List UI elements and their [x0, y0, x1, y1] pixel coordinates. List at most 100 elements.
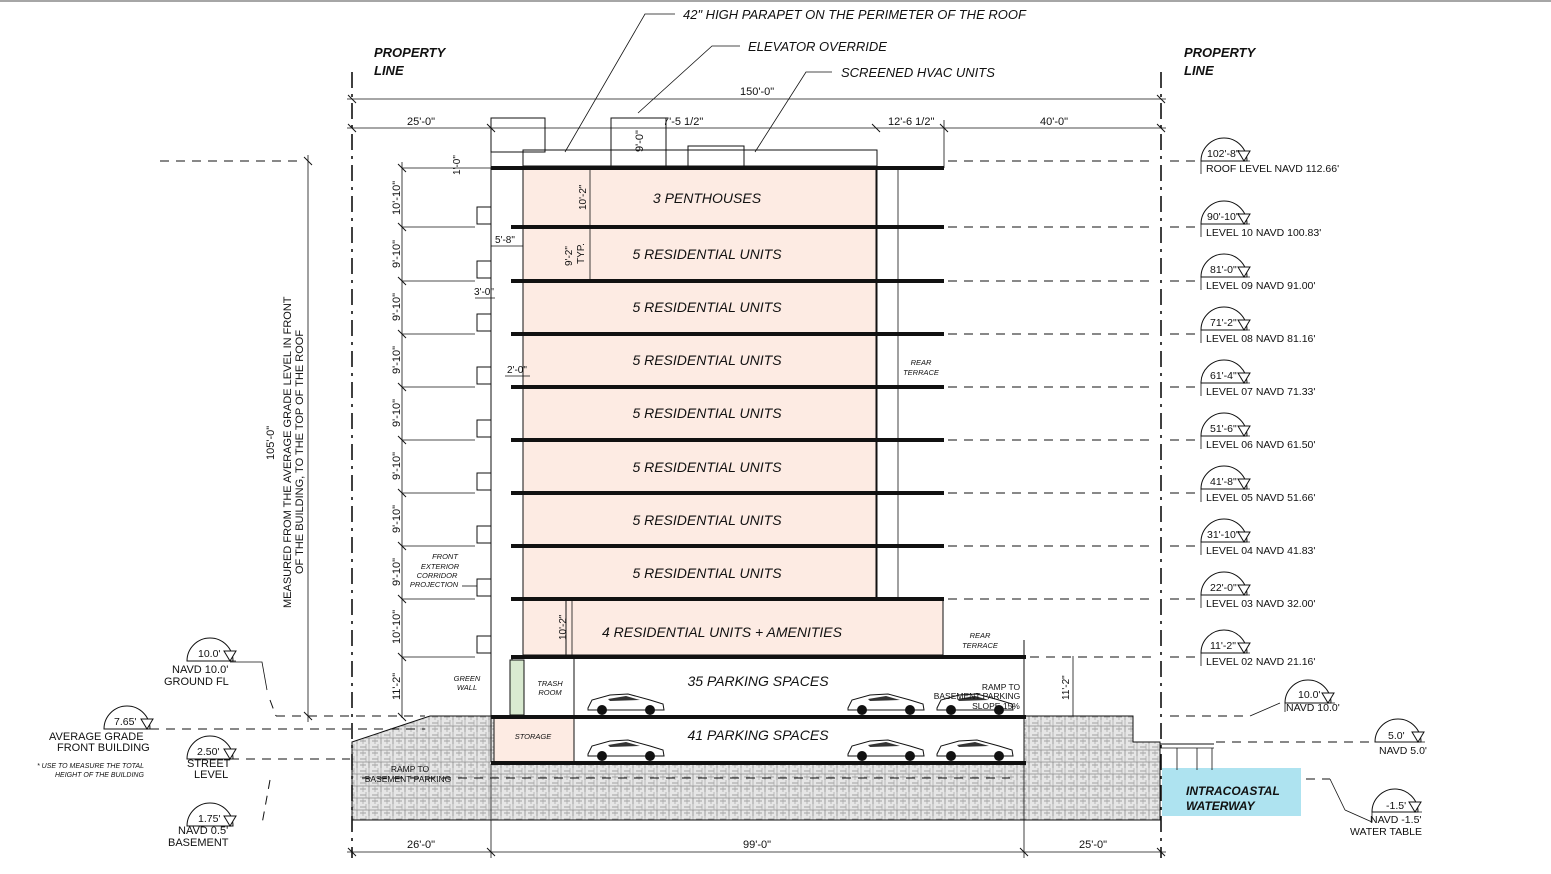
- level-marker: 11'-2" LEVEL 02 NAVD 21.16': [1200, 629, 1315, 668]
- level-leaders: [150, 160, 1370, 825]
- floor-slabs: [491, 166, 1026, 765]
- level-elev-02: 11'-2": [1210, 640, 1236, 652]
- ramp-left-label-2: BASEMENT PARKING: [365, 774, 452, 784]
- block-level-9: [522, 227, 878, 281]
- avg-grade-label-1: AVERAGE GRADE: [49, 731, 144, 743]
- callout-parapet-text: 42" HIGH PARAPET ON THE PERIMETER OF THE…: [683, 7, 1027, 22]
- corridor-label-4: PROJECTION: [410, 580, 459, 589]
- car-icon: [847, 739, 925, 761]
- grade-marker-avg: 7.65' AVERAGE GRADE FRONT BUILDING * USE…: [37, 705, 154, 779]
- level-marker: 81'-0" LEVEL 09 NAVD 91.00': [1200, 253, 1315, 292]
- water-table-label-2: WATER TABLE: [1350, 826, 1422, 838]
- label-level-2: 4 RESIDENTIAL UNITS + AMENITIES: [602, 624, 843, 640]
- street-label-1: STREET: [187, 758, 231, 770]
- waterway-label-1: INTRACOASTAL: [1186, 784, 1280, 798]
- dim-floor-3: 9'-10": [391, 558, 403, 586]
- grade-marker-seawall: 5.0' NAVD 5.0': [1374, 718, 1427, 757]
- grade-right-elev: 10.0': [1298, 689, 1320, 701]
- ground-fl-label-1: NAVD 10.0': [172, 664, 228, 676]
- street-elev: 2.50': [197, 746, 219, 758]
- property-line-right-label-2: LINE: [1184, 63, 1214, 78]
- height-note-1: MEASURED FROM THE AVERAGE GRADE LEVEL IN…: [282, 296, 294, 608]
- green-wall-label-2: WALL: [457, 683, 477, 692]
- roof-parapet: [522, 149, 878, 167]
- block-level-2: [522, 599, 944, 656]
- green-wall: [509, 659, 525, 716]
- dim-floor-1: 11'-2": [391, 673, 403, 700]
- seawall-label: NAVD 5.0': [1379, 745, 1427, 757]
- dim-typ-height-1: 9'-2": [564, 246, 575, 266]
- waterway-fill: [1162, 768, 1301, 816]
- dim-elevator-height: 9'-0": [634, 130, 646, 152]
- level-marker: 90'-10" LEVEL 10 NAVD 100.83': [1200, 200, 1321, 239]
- ground-fl-label-2: GROUND FL: [164, 676, 229, 688]
- level-label-08: LEVEL 08 NAVD 81.16': [1206, 333, 1315, 345]
- grade-markers-left: 10.0' NAVD 10.0' GROUND FL 7.65' AVERAGE…: [37, 637, 237, 849]
- dim-bottom-front: 26'-0": [407, 839, 435, 851]
- block-level-8: [522, 281, 878, 334]
- dim-right-grade-height: 11'-2": [1061, 675, 1072, 700]
- dim-amenity-height: 10'-2": [558, 614, 569, 640]
- dim-overall-width: 150'-0": [740, 86, 774, 98]
- level-marker: 61'-4" LEVEL 07 NAVD 71.33': [1200, 359, 1315, 398]
- dim-balcony-width: 3'-0": [474, 287, 494, 298]
- level-marker: 102'-8" ROOF LEVEL NAVD 112.66': [1200, 137, 1339, 175]
- level-label-06: LEVEL 06 NAVD 61.50': [1206, 439, 1315, 451]
- ground-fl-elev: 10.0': [198, 648, 220, 660]
- ramp-right-label-1: RAMP TO: [982, 682, 1021, 692]
- storage-label: STORAGE: [515, 732, 553, 741]
- street-label-2: LEVEL: [194, 769, 228, 781]
- level-elev-06: 51'-6": [1210, 423, 1237, 435]
- dim-projection-width: 2'-0": [507, 365, 527, 376]
- dim-elevator-width: 7'-5 1/2": [663, 116, 703, 128]
- left-height-dimensions: 10'-10" 9'-10" 9'-10" 9'-10" 9'-10" 9'-1…: [391, 162, 491, 722]
- front-balconies: [476, 206, 492, 654]
- avg-grade-note-1: * USE TO MEASURE THE TOTAL: [37, 763, 144, 770]
- storage-room: [493, 717, 575, 763]
- corridor-label-1: FRONT: [432, 552, 459, 561]
- property-line-right-label-1: PROPERTY: [1184, 45, 1257, 60]
- level-label-07: LEVEL 07 NAVD 71.33': [1206, 386, 1315, 398]
- dim-bottom-building: 99'-0": [743, 839, 771, 851]
- label-level-8: 5 RESIDENTIAL UNITS: [632, 299, 782, 315]
- ramp-right-label-2: BASEMENT PARKING: [934, 691, 1021, 701]
- dim-parapet-height: 1'-0": [452, 155, 463, 175]
- dim-rear-setback: 40'-0": [1040, 116, 1068, 128]
- unit-labels: 3 PENTHOUSES 5 RESIDENTIAL UNITS 5 RESID…: [602, 190, 843, 743]
- level-elev-roof: 102'-8": [1207, 148, 1240, 160]
- waterway-label-2: WATERWAY: [1186, 799, 1256, 813]
- grade-marker-ground-fl: 10.0' NAVD 10.0' GROUND FL: [164, 637, 237, 688]
- block-level-4: [522, 493, 878, 546]
- level-elev-08: 71'-2": [1210, 317, 1237, 329]
- bottom-dimensions: 26'-0" 99'-0" 25'-0": [347, 764, 1166, 858]
- dim-typ-height-2: TYP.: [576, 243, 587, 264]
- ramp-right-label-3: SLOPE 15%: [972, 701, 1020, 711]
- callout-hvac: SCREENED HVAC UNITS: [754, 65, 995, 153]
- level-label-05: LEVEL 05 NAVD 51.66': [1206, 492, 1315, 504]
- property-line-left-label-2: LINE: [374, 63, 404, 78]
- dim-floor-2: 10'-10": [391, 610, 403, 644]
- hvac-screen: [687, 145, 745, 167]
- dim-floor-ph: 10'-10": [391, 181, 403, 215]
- label-level-4: 5 RESIDENTIAL UNITS: [632, 512, 782, 528]
- basement-elev: 1.75': [198, 813, 220, 825]
- car-icon: [587, 739, 665, 761]
- rear-terrace-upper-2: TERRACE: [903, 368, 940, 377]
- car-icon: [587, 693, 665, 715]
- callout-elevator-text: ELEVATOR OVERRIDE: [748, 39, 887, 54]
- label-level-7: 5 RESIDENTIAL UNITS: [632, 352, 782, 368]
- rear-terrace-lower-1: REAR: [970, 631, 991, 640]
- callout-hvac-text: SCREENED HVAC UNITS: [841, 65, 995, 80]
- water-table-elev: -1.5': [1386, 800, 1406, 812]
- level-label-09: LEVEL 09 NAVD 91.00': [1206, 280, 1315, 292]
- grade-marker-water-table: -1.5' NAVD -1.5' WATER TABLE: [1344, 788, 1422, 838]
- block-level-6: [522, 387, 878, 440]
- basement-label-2: BASEMENT: [168, 837, 229, 849]
- avg-grade-elev: 7.65': [114, 716, 136, 728]
- label-penthouses: 3 PENTHOUSES: [653, 190, 762, 206]
- level-marker: 41'-8" LEVEL 05 NAVD 51.66': [1200, 465, 1315, 504]
- label-parking-upper: 35 PARKING SPACES: [687, 673, 829, 689]
- dim-floor-8: 9'-10": [391, 293, 403, 321]
- level-elev-07: 61'-4": [1210, 370, 1237, 382]
